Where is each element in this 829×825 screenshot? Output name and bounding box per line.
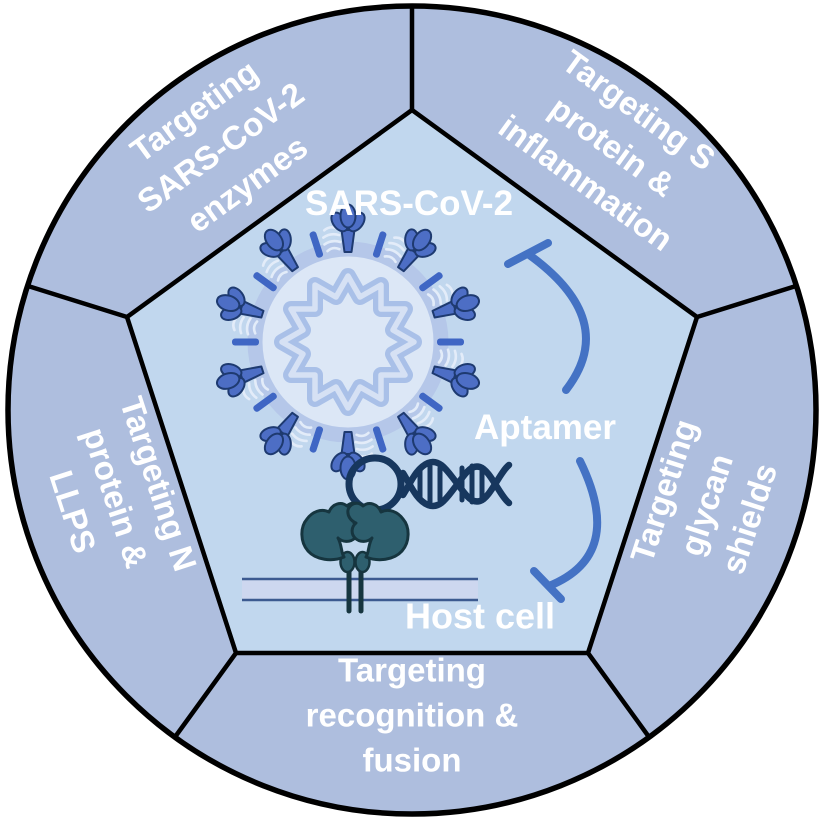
- segment-divider-line: [172, 650, 239, 740]
- segment-divider-line: [694, 283, 799, 320]
- inhibition-arrow-top-icon: [504, 239, 590, 394]
- virus-inner-body: [248, 242, 448, 442]
- host-cell-receptor-icon: [300, 501, 410, 614]
- sars-cov-2-virion-icon: [210, 203, 486, 481]
- inhibition-arrow-bottom-icon: [530, 457, 602, 603]
- segment-divider-line: [585, 650, 652, 740]
- aptamer-dna-loop-icon: [345, 454, 513, 514]
- virus-rna-highlight: [279, 273, 417, 411]
- aptamer-helix: [399, 458, 513, 510]
- segment-divider-lines: [25, 4, 799, 740]
- segment-divider-line: [25, 283, 130, 320]
